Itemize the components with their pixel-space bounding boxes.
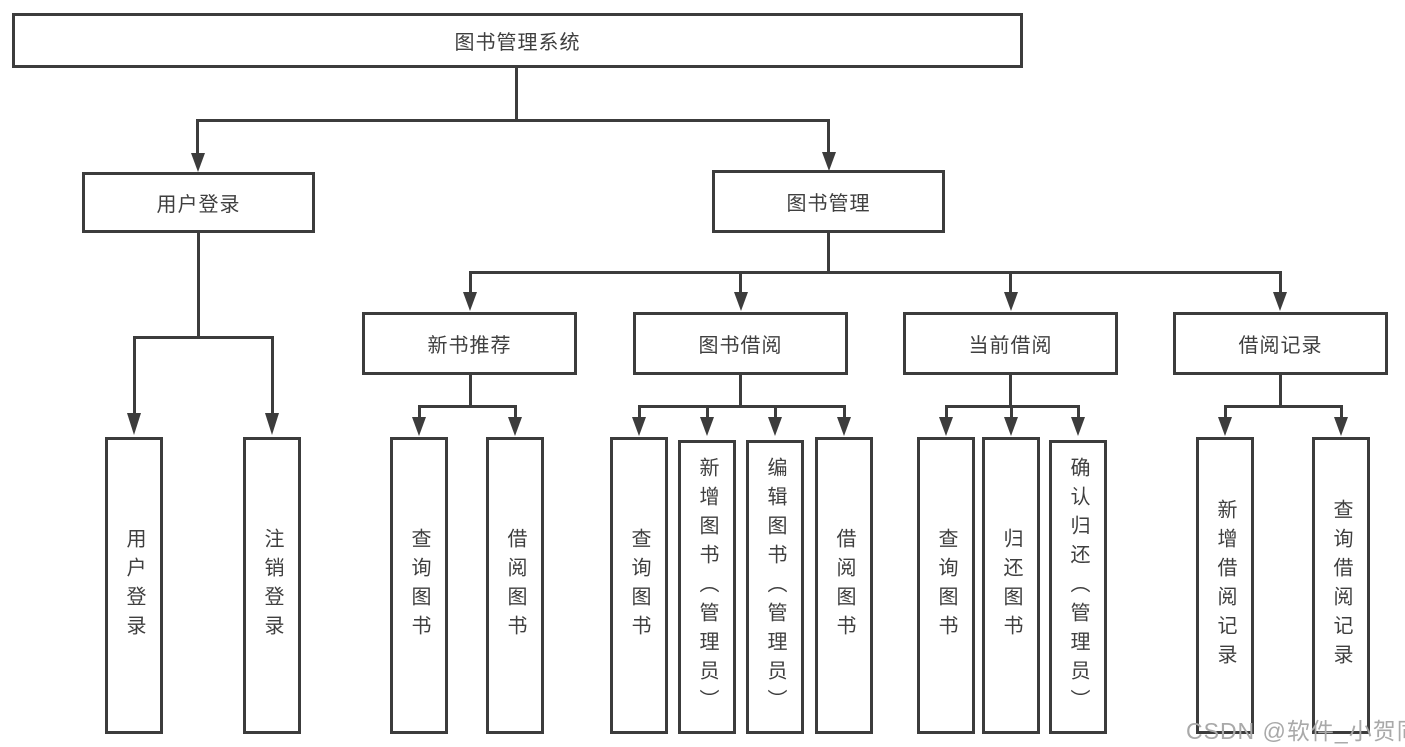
node-root-label: 图书管理系统 bbox=[454, 32, 581, 54]
node-new-book-recommend: 新书推荐 bbox=[362, 312, 577, 375]
connector-drop-current-query bbox=[944, 405, 948, 418]
arrowhead-recommend bbox=[463, 292, 477, 311]
connector-current-stem bbox=[1009, 375, 1012, 408]
arrowhead-recommend-query bbox=[412, 417, 426, 436]
arrowhead-records-add bbox=[1218, 417, 1232, 436]
leaf-logout-label: 注销登录 bbox=[261, 527, 283, 644]
leaf-current-return-books: 归还图书 bbox=[982, 437, 1040, 734]
connector-mgmt-rail bbox=[468, 271, 1282, 274]
connector-recommend-rail bbox=[417, 405, 517, 408]
arrowhead-borrowmgmt bbox=[733, 292, 748, 311]
node-book-mgmt: 图书管理 bbox=[712, 170, 945, 233]
leaf-recommend-borrow-books-label: 借阅图书 bbox=[504, 527, 526, 644]
leaf-borrowmgmt-query-books-label: 查询图书 bbox=[628, 527, 650, 644]
arrowhead-borrowmgmt-edit bbox=[768, 417, 782, 436]
leaf-current-query-books: 查询图书 bbox=[917, 437, 975, 734]
connector-drop-current bbox=[1009, 271, 1012, 292]
leaf-recommend-query-books-label: 查询图书 bbox=[408, 527, 430, 644]
node-book-borrow: 图书借阅 bbox=[633, 312, 848, 375]
connector-drop-recommend-query bbox=[417, 405, 421, 418]
leaf-borrowmgmt-add-books-admin-label: 新增图书（管理员） bbox=[696, 456, 718, 718]
arrowhead-current-return bbox=[1004, 417, 1018, 436]
connector-borrowmgmt-stem bbox=[739, 375, 742, 408]
leaf-current-confirm-return-admin: 确认归还（管理员） bbox=[1049, 440, 1107, 734]
connector-root-stem bbox=[515, 68, 518, 121]
arrowhead-recommend-borrow bbox=[508, 417, 522, 436]
node-user-login: 用户登录 bbox=[82, 172, 315, 233]
connector-mgmt-stem bbox=[827, 233, 830, 274]
arrowhead-current-query bbox=[939, 417, 953, 436]
connector-drop-borrowmgmt bbox=[739, 271, 742, 292]
arrowhead-records-query bbox=[1334, 417, 1348, 436]
connector-borrowmgmt-rail bbox=[637, 405, 846, 408]
arrowhead-current bbox=[1003, 292, 1018, 311]
connector-drop-current-return bbox=[1009, 405, 1013, 418]
leaf-current-return-books-label: 归还图书 bbox=[1000, 527, 1022, 644]
connector-drop-book-mgmt bbox=[827, 119, 830, 153]
connector-records-rail bbox=[1223, 405, 1343, 408]
connector-drop-borrowmgmt-add bbox=[705, 405, 709, 418]
csdn-watermark: CSDN @软件_小贺同学 bbox=[1186, 718, 1405, 744]
arrowhead-book-mgmt bbox=[821, 152, 836, 171]
connector-root-rail bbox=[196, 119, 830, 122]
node-current-borrow-label: 当前借阅 bbox=[968, 335, 1053, 357]
connector-drop-records-query bbox=[1339, 405, 1343, 418]
connector-drop-recommend-borrow bbox=[513, 405, 517, 418]
leaf-records-add-record-label: 新增借阅记录 bbox=[1214, 498, 1236, 673]
leaf-borrowmgmt-edit-books-admin-label: 编辑图书（管理员） bbox=[764, 456, 786, 718]
arrowhead-leaf-login bbox=[127, 413, 141, 435]
connector-drop-borrowmgmt-edit bbox=[773, 405, 777, 418]
leaf-records-query-record-label: 查询借阅记录 bbox=[1330, 498, 1352, 673]
connector-records-stem bbox=[1278, 375, 1282, 408]
leaf-current-confirm-return-admin-label: 确认归还（管理员） bbox=[1067, 456, 1089, 718]
leaf-current-query-books-label: 查询图书 bbox=[935, 527, 957, 644]
leaf-user-login-label: 用户登录 bbox=[123, 527, 145, 644]
node-new-book-recommend-label: 新书推荐 bbox=[427, 335, 512, 357]
leaf-recommend-query-books: 查询图书 bbox=[390, 437, 448, 734]
connector-drop-recommend bbox=[468, 271, 472, 292]
arrowhead-user-login bbox=[190, 153, 205, 172]
connector-drop-leaf-login bbox=[132, 336, 136, 414]
connector-drop-borrowmgmt-query bbox=[637, 405, 641, 418]
arrowhead-leaf-logout bbox=[265, 413, 279, 435]
leaf-borrowmgmt-borrow-books-label: 借阅图书 bbox=[833, 527, 855, 644]
leaf-borrowmgmt-edit-books-admin: 编辑图书（管理员） bbox=[746, 440, 804, 734]
arrowhead-current-confirm bbox=[1071, 417, 1085, 436]
node-user-login-label: 用户登录 bbox=[156, 194, 241, 216]
leaf-borrowmgmt-query-books: 查询图书 bbox=[610, 437, 668, 734]
node-borrow-records-label: 借阅记录 bbox=[1238, 335, 1323, 357]
leaf-recommend-borrow-books: 借阅图书 bbox=[486, 437, 544, 734]
connector-drop-user-login bbox=[196, 119, 199, 154]
node-borrow-records: 借阅记录 bbox=[1173, 312, 1388, 375]
connector-drop-leaf-logout bbox=[270, 336, 274, 414]
node-root: 图书管理系统 bbox=[12, 13, 1023, 68]
leaf-records-add-record: 新增借阅记录 bbox=[1196, 437, 1254, 734]
arrowhead-borrowmgmt-borrow bbox=[837, 417, 851, 436]
connector-login-stem bbox=[197, 233, 200, 339]
connector-drop-borrowmgmt-borrow bbox=[842, 405, 846, 418]
node-book-mgmt-label: 图书管理 bbox=[786, 193, 871, 215]
connector-drop-records-add bbox=[1223, 405, 1227, 418]
leaf-logout: 注销登录 bbox=[243, 437, 301, 734]
leaf-borrowmgmt-borrow-books: 借阅图书 bbox=[815, 437, 873, 734]
leaf-borrowmgmt-add-books-admin: 新增图书（管理员） bbox=[678, 440, 736, 734]
connector-drop-records bbox=[1278, 271, 1282, 292]
leaf-user-login: 用户登录 bbox=[105, 437, 163, 734]
leaf-records-query-record: 查询借阅记录 bbox=[1312, 437, 1370, 734]
arrowhead-borrowmgmt-add bbox=[700, 417, 714, 436]
connector-drop-current-confirm bbox=[1076, 405, 1080, 418]
node-current-borrow: 当前借阅 bbox=[903, 312, 1118, 375]
connector-login-rail bbox=[132, 336, 274, 339]
connector-recommend-stem bbox=[468, 375, 472, 408]
arrowhead-records bbox=[1273, 292, 1287, 311]
arrowhead-borrowmgmt-query bbox=[632, 417, 646, 436]
node-book-borrow-label: 图书借阅 bbox=[698, 335, 783, 357]
